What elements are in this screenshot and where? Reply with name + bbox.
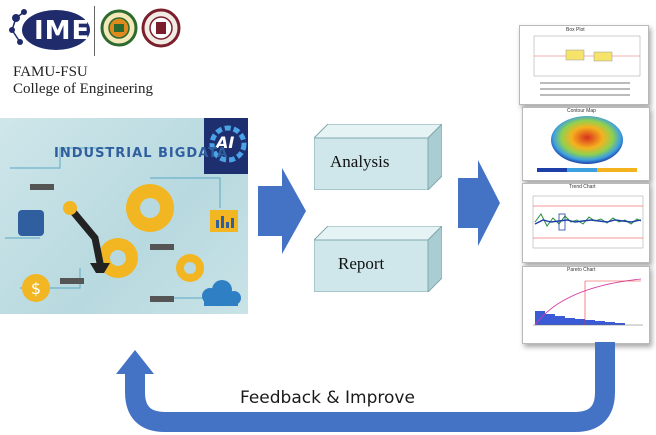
ai-badge-label: AI [216,133,235,152]
pareto-thumbnail: Pareto Chart [522,266,650,344]
hero-title: INDUSTRIAL BIGDATA [54,146,229,161]
ime-logo: IME [6,4,92,56]
college-line-2: College of Engineering [13,81,153,97]
analysis-label: Analysis [330,152,390,171]
report-box-shape [312,224,444,294]
ime-logo-icon [9,9,90,50]
industrial-bigdata-image: $ AI [0,118,248,314]
fsu-seal [140,8,182,57]
report-box: Report [312,224,444,294]
boxplot-chart [533,35,641,96]
analysis-box: Analysis [312,122,444,192]
ai-gear-icon [209,125,247,163]
boxplot-title: Box Plot [566,27,585,33]
svg-text:$: $ [31,279,41,298]
industrial-illustration: $ [5,147,241,306]
ime-logo-text: IME [34,16,91,46]
arrow-right-1-icon [258,168,306,254]
feedback-label: Feedback & Improve [240,388,415,408]
pareto-title: Pareto Chart [567,267,596,273]
arrow-right-2-icon [458,160,500,246]
trend-thumbnail: Trend Chart [522,183,650,263]
trend-title: Trend Chart [569,184,596,190]
college-line-1: FAMU-FSU [13,64,88,80]
ai-badge: AI [204,118,248,174]
feedback-loop-arrow-icon [116,342,615,432]
boxplot-thumbnail: Box Plot [519,25,649,105]
contour-title: Contour Map [567,108,596,114]
pareto-chart [533,278,643,326]
fsu-seal-icon [141,8,181,48]
famu-seal [100,8,138,57]
logo-divider [94,6,95,56]
report-label: Report [338,254,385,273]
contour-chart [537,116,637,172]
analysis-box-shape [312,122,444,192]
trend-chart [532,195,644,249]
famu-seal-icon [100,9,138,47]
contour-thumbnail: Contour Map [522,107,650,181]
